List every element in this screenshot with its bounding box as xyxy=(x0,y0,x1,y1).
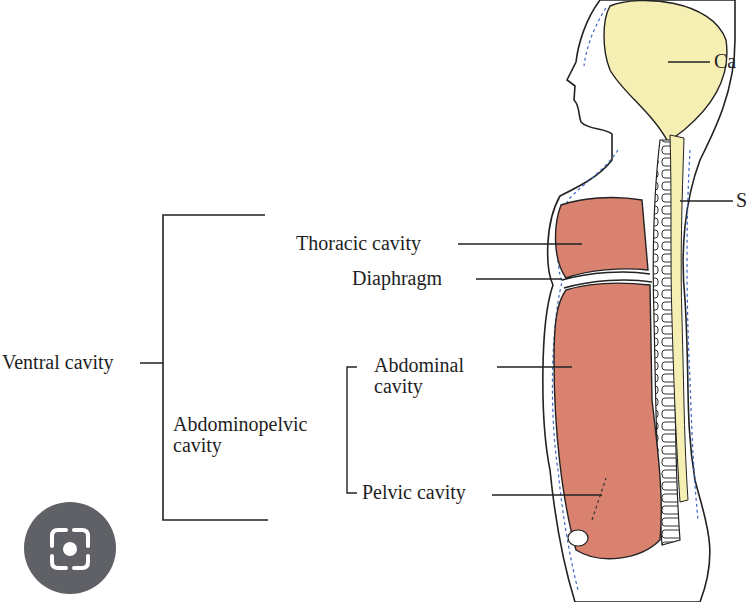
cranial-cavity xyxy=(604,0,727,142)
pubis xyxy=(568,530,588,546)
cavity-label: Abdominal cavity xyxy=(374,355,479,397)
pelvic-boundary xyxy=(592,478,606,520)
cavity-label: Thoracic cavity xyxy=(296,233,454,254)
cavity-label: Ca xyxy=(714,51,750,72)
cord-lining xyxy=(687,150,698,520)
abdominopelvic-cavity xyxy=(554,283,661,559)
cavity-label: Abdominopelvic cavity xyxy=(173,414,323,456)
cavity-label: Diaphragm xyxy=(352,268,472,289)
abdominopelvic-bracket xyxy=(347,367,357,493)
leader-lines xyxy=(458,62,733,495)
ventral-bracket xyxy=(140,215,268,520)
spinal-cord xyxy=(670,135,688,502)
thoracic-cavity xyxy=(556,198,648,278)
cavity-label: Pelvic cavity xyxy=(362,482,490,503)
cavity-label: S xyxy=(736,190,750,211)
cavity-label: Ventral cavity xyxy=(2,352,137,373)
body-outline xyxy=(543,0,735,602)
lens-icon xyxy=(24,502,116,594)
